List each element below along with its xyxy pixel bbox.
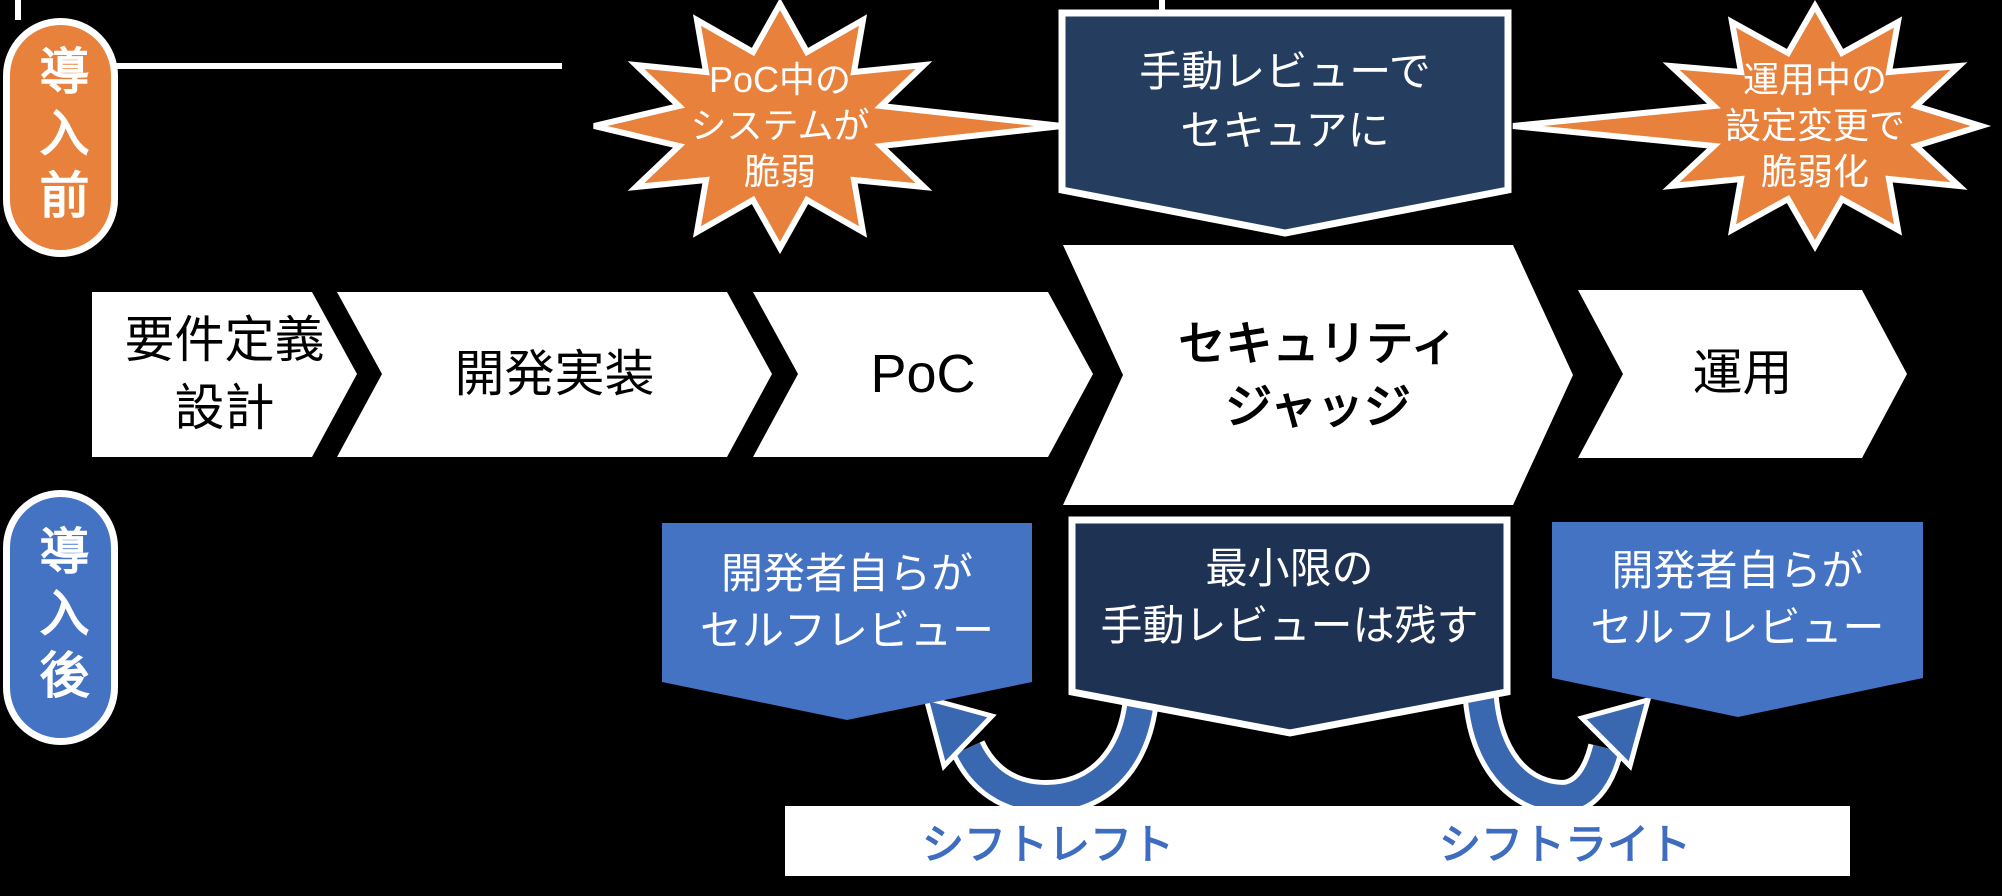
callout-manual-review-text: 手動レビューで セキュアに bbox=[1062, 13, 1508, 190]
callout-line: 最小限の bbox=[1205, 545, 1374, 593]
callout-line: セルフレビュー bbox=[699, 606, 994, 654]
shift-left-label: シフトレフト bbox=[898, 806, 1198, 876]
callout-line: 手動レビューは残す bbox=[1100, 602, 1479, 649]
callout-ops-risk-text: 運用中の 設定変更で 脆弱化 bbox=[1665, 52, 1965, 200]
callout-line: セルフレビュー bbox=[1590, 604, 1885, 651]
starburst-poc-risk bbox=[593, 0, 1063, 255]
callout-line: 手動レビューで bbox=[1139, 47, 1431, 95]
step-label-line1: 要件定義 bbox=[124, 312, 325, 368]
step-label-line2: ジャッジ bbox=[1225, 380, 1411, 433]
step-label-line1: セキュリティ bbox=[1178, 316, 1458, 370]
callout-line: PoC中の bbox=[708, 58, 852, 100]
shift-left-arrowhead-icon bbox=[922, 694, 997, 771]
process-step-poc: PoC bbox=[753, 292, 1093, 457]
callout-self-review-right: 開発者自らが セルフレビュー bbox=[1552, 522, 1923, 717]
step-label-line2: 設計 bbox=[174, 379, 275, 436]
callout-self-review-left: 開発者自らが セルフレビュー bbox=[662, 523, 1032, 720]
callout-line: 脆弱 bbox=[743, 151, 816, 193]
ribbon-manual-review bbox=[1058, 9, 1512, 237]
phase-before-label: 導入前 bbox=[32, 44, 89, 231]
callout-line: 設定変更で bbox=[1724, 104, 1905, 146]
process-step-security-judge: セキュリティ ジャッジ bbox=[1063, 245, 1573, 505]
callout-line: 脆弱化 bbox=[1760, 151, 1869, 193]
callout-line: システムが bbox=[690, 104, 870, 146]
callout-line: 開発者自らが bbox=[720, 549, 973, 597]
starburst-ops-risk bbox=[1512, 0, 1992, 253]
callout-line: セキュアに bbox=[1180, 106, 1390, 154]
step-label-line1: 運用 bbox=[1692, 345, 1793, 402]
connector-line-banner-top-vertical bbox=[1159, 0, 1165, 16]
connector-line-before-to-star bbox=[112, 63, 562, 69]
callout-line: 運用中の bbox=[1742, 58, 1887, 100]
phase-badge-before: 導入前 bbox=[3, 18, 118, 257]
phase-after-label: 導入後 bbox=[32, 524, 89, 711]
process-step-requirements-design: 要件定義 設計 bbox=[92, 292, 357, 457]
callout-line: 開発者自らが bbox=[1611, 547, 1864, 595]
shift-right-arrowhead-icon bbox=[1577, 696, 1652, 771]
shift-right-text: シフトライト bbox=[1438, 820, 1691, 868]
shift-left-text: シフトレフト bbox=[921, 820, 1174, 868]
shift-labels-band bbox=[785, 806, 1850, 876]
shift-right-arrow bbox=[1467, 683, 1619, 812]
ribbon-minimal-manual-review bbox=[1068, 516, 1511, 737]
step-label-line1: 開発実装 bbox=[454, 345, 655, 402]
shift-right-label: シフトライト bbox=[1415, 806, 1715, 876]
callout-poc-risk-text: PoC中の システムが 脆弱 bbox=[640, 52, 920, 200]
step-label-line1: PoC bbox=[870, 344, 976, 405]
callout-minimal-manual-text: 最小限の 手動レビューは残す bbox=[1072, 520, 1507, 692]
connector-line-top-left-vertical bbox=[15, 0, 21, 20]
process-step-development: 開発実装 bbox=[337, 292, 772, 457]
shift-left-arrow bbox=[956, 683, 1155, 812]
phase-badge-after: 導入後 bbox=[3, 490, 118, 745]
process-step-operation: 運用 bbox=[1578, 290, 1907, 458]
